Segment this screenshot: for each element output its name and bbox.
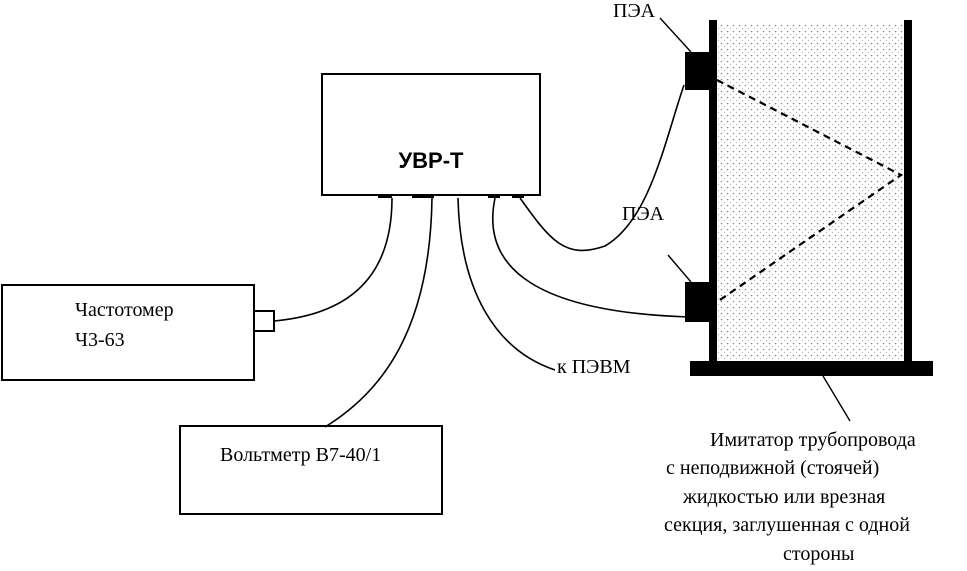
frequency-meter-name: Частотомер (75, 299, 174, 321)
transducer-bottom-leader (667, 254, 692, 283)
frequency-meter-connector (253, 310, 275, 332)
transducer-top-label: ПЭА (613, 0, 656, 22)
main-unit: УВР-Т (321, 73, 541, 198)
main-unit-label: УВР-Т (398, 148, 464, 173)
pipeline-simulator (659, 17, 933, 422)
transducer-top (685, 52, 711, 90)
cable-transducer-bottom (491, 197, 689, 318)
frequency-meter-model: Ч3-63 (75, 329, 125, 351)
cable-frequency-meter (273, 197, 393, 322)
cable-transducer-top (519, 84, 685, 252)
main-unit-connectors (378, 194, 524, 198)
pipeline-caption-leader (822, 375, 851, 422)
pipeline-caption-line: стороны (783, 543, 855, 565)
cable-voltmeter (324, 197, 433, 428)
pc-link-label: к ПЭВМ (557, 356, 631, 378)
pipeline-caption: Имитатор трубопровода с неподвижной (сто… (664, 429, 916, 565)
transducer-bottom (685, 282, 711, 322)
voltmeter-label: Вольтметр В7-40/1 (220, 444, 381, 466)
cable-pc (457, 197, 556, 371)
frequency-meter: Частотомер Ч3-63 (1, 284, 275, 381)
pipeline-right-wall (904, 20, 912, 362)
acoustic-path (716, 79, 904, 303)
pipeline-liquid (712, 24, 908, 360)
cables (273, 84, 689, 428)
pipeline-caption-line: Имитатор трубопровода (710, 429, 916, 451)
pipeline-caption-line: жидкостью или врезная (682, 486, 885, 508)
pipeline-caption-line: с неподвижной (стоячей) (666, 457, 879, 479)
pipeline-left-wall (709, 20, 717, 362)
pipeline-caption-line: секция, заглушенная с одной (664, 514, 910, 536)
voltmeter: Вольтметр В7-40/1 (179, 425, 443, 515)
pipeline-base (690, 361, 933, 376)
transducer-bottom-label: ПЭА (622, 203, 665, 225)
transducer-top-leader (659, 17, 692, 53)
